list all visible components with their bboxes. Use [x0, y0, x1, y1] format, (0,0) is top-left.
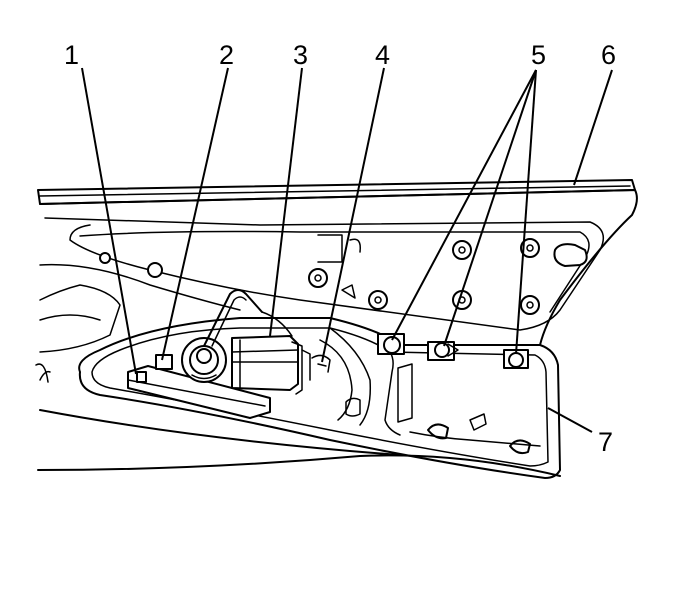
panel-holes [99, 234, 588, 315]
leader-5a [391, 69, 537, 341]
callout-labels: 1 2 3 4 5 6 7 [64, 40, 616, 457]
leader-7 [547, 407, 593, 433]
callout-5: 5 [531, 40, 546, 70]
leader-2 [161, 67, 229, 361]
callout-7: 7 [598, 427, 613, 457]
leader-5b [443, 69, 537, 347]
leader-4 [321, 67, 385, 363]
leader-3 [269, 67, 303, 337]
callout-3: 3 [293, 40, 308, 70]
switch-bezel [78, 317, 561, 479]
leader-6 [573, 69, 613, 186]
bezel-fasteners [377, 333, 529, 369]
switch-assembly [127, 289, 331, 419]
callout-2: 2 [219, 40, 234, 70]
leader-1 [81, 67, 137, 375]
door-panel [35, 179, 638, 477]
callout-6: 6 [601, 40, 616, 70]
leader-5c [515, 69, 537, 355]
callout-1: 1 [64, 40, 79, 70]
leader-lines [81, 67, 613, 433]
pocket-details [345, 363, 541, 455]
callout-4: 4 [375, 40, 390, 70]
